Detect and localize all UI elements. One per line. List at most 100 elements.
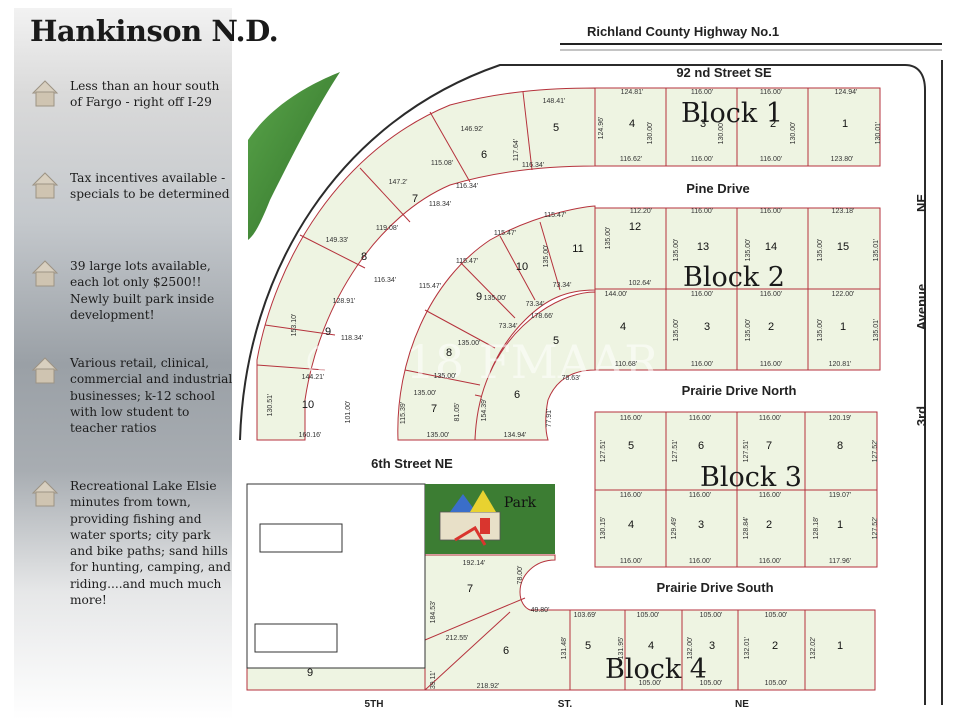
lot-number: 3	[698, 519, 704, 531]
lot-dimension: 128.18'	[813, 517, 820, 540]
lot-dimension: 118.34'	[341, 335, 363, 342]
lot-number: 4	[629, 118, 635, 130]
lot-dimension: 130.00'	[718, 122, 725, 145]
lot-dimension: 103.69'	[574, 612, 597, 619]
lot-dimension: 77.91'	[546, 409, 553, 428]
lot-dimension: 105.00'	[637, 612, 660, 619]
lot-dimension: 117.96'	[829, 558, 851, 565]
highway-label: Richland County Highway No.1	[587, 24, 779, 39]
lot-number: 2	[770, 118, 776, 130]
lot-dimension: 116.00'	[691, 89, 713, 96]
lot-dimension: 218.92'	[477, 683, 500, 690]
lot-dimension: 135.00'	[427, 432, 450, 439]
avenue-label: Avenue	[914, 284, 929, 330]
lot-dimension: 124.96'	[598, 117, 605, 140]
lot-number: 5	[553, 335, 559, 347]
lot-number: 9	[307, 667, 313, 679]
lot-number: 5	[553, 122, 559, 134]
st-label: ST.	[558, 699, 573, 710]
lot-dimension: 148.41'	[543, 98, 566, 105]
lot-number: 6	[503, 645, 509, 657]
lot-number: 8	[837, 440, 843, 452]
lot-dimension: 120.81'	[829, 361, 852, 368]
lot-dimension: 39.11'	[430, 671, 437, 689]
lot-dimension: 124.81'	[621, 89, 644, 96]
lot-dimension: 105.00'	[765, 612, 788, 619]
lot-dimension: 130.01'	[875, 122, 882, 145]
lot-dimension: 144.00'	[605, 291, 628, 298]
lot-number: 7	[412, 193, 418, 205]
lot-dimension: 135.00'	[745, 319, 752, 342]
lot-number: 14	[765, 241, 777, 253]
lot-dimension: 116.00'	[691, 156, 713, 163]
lot-number: 5	[585, 640, 591, 652]
lot-dimension: 78.00'	[517, 566, 524, 585]
lot-number: 8	[361, 251, 367, 263]
lot-number: 4	[628, 519, 634, 531]
lot-dimension: 192.14'	[463, 560, 486, 567]
lot-dimension: 135.00'	[484, 295, 507, 302]
block-2-inner-lots	[474, 291, 596, 441]
house-icon	[31, 172, 59, 199]
curb-outer	[239, 64, 926, 705]
lot-dimension: 123.80'	[831, 156, 854, 163]
block-3-label: Block 3	[700, 462, 802, 493]
lot-number: 5	[628, 440, 634, 452]
lot-dimension: 135.00'	[745, 239, 752, 262]
lot-dimension: 130.00'	[790, 122, 797, 145]
lot-number: 8	[446, 347, 452, 359]
lot-dimension: 131.95'	[618, 637, 625, 660]
lot-dimension: 144.21'	[302, 374, 325, 381]
lot-dimension: 116.00'	[691, 361, 713, 368]
lot-dimension: 118.34'	[429, 201, 451, 208]
lot-dimension: 135.00'	[817, 239, 824, 262]
green-area	[248, 72, 340, 240]
lot-dimension: 116.00'	[760, 361, 782, 368]
lot-dimension: 132.01'	[744, 637, 751, 660]
lot-dimension: 122.00'	[832, 291, 855, 298]
lot-dimension: 116.00'	[689, 558, 711, 565]
feature-text: Less than an hour south of Fargo - right…	[70, 79, 220, 110]
lot-dimension: 154.39'	[481, 399, 488, 422]
lot-dimension: 116.00'	[620, 558, 642, 565]
house-icon	[31, 80, 59, 107]
lot-dimension: 135.00'	[817, 319, 824, 342]
lot-dimension: 116.00'	[760, 89, 782, 96]
lot-dimension: 116.34'	[522, 162, 544, 169]
lot-dimension: 212.55'	[446, 635, 469, 642]
lot-dimension: 105.00'	[700, 680, 723, 687]
lot-dimension: 78.63'	[562, 375, 581, 382]
lot-dimension: 132.00'	[687, 637, 694, 660]
lot-dimension: 115.08'	[431, 160, 453, 167]
feature-text: 39 large lots available, each lot only $…	[70, 259, 215, 322]
lot-dimension: 116.34'	[456, 183, 478, 190]
lot-number: 4	[620, 321, 626, 333]
lot-dimension: 119.08'	[376, 225, 398, 232]
lot-dimension: 116.00'	[620, 492, 642, 499]
park-label: Park	[504, 495, 537, 511]
lot-dimension: 135.01'	[873, 239, 880, 262]
lot-dimension: 135.00'	[458, 340, 481, 347]
lot-number: 1	[837, 519, 843, 531]
lot-dimension: 127.51'	[600, 440, 607, 463]
lot-dimension: 116.00'	[691, 208, 713, 215]
block-2-curve-lots	[397, 205, 596, 441]
lot-dimension: 124.94'	[835, 89, 858, 96]
lot-dimension: 130.00'	[647, 122, 654, 145]
lot-number: 1	[840, 321, 846, 333]
lot-dimension: 128.84'	[743, 517, 750, 540]
lot-number: 6	[698, 440, 704, 452]
watermark: ©2018 FMAAR	[301, 335, 660, 389]
lot-dimension: 116.00'	[689, 415, 711, 422]
lot-dimension: 134.94'	[504, 432, 527, 439]
lot-dimension: 116.00'	[759, 558, 781, 565]
lot-number: 7	[467, 583, 473, 595]
lot-dimension: 116.00'	[760, 156, 782, 163]
lot-number: 7	[766, 440, 772, 452]
lot-dimension: 73.34'	[553, 282, 572, 289]
lot-dimension: 116.00'	[689, 492, 711, 499]
lot-number: 12	[629, 221, 641, 233]
third-label: 3rd	[914, 406, 929, 426]
lot-dimension: 116.62'	[620, 156, 642, 163]
